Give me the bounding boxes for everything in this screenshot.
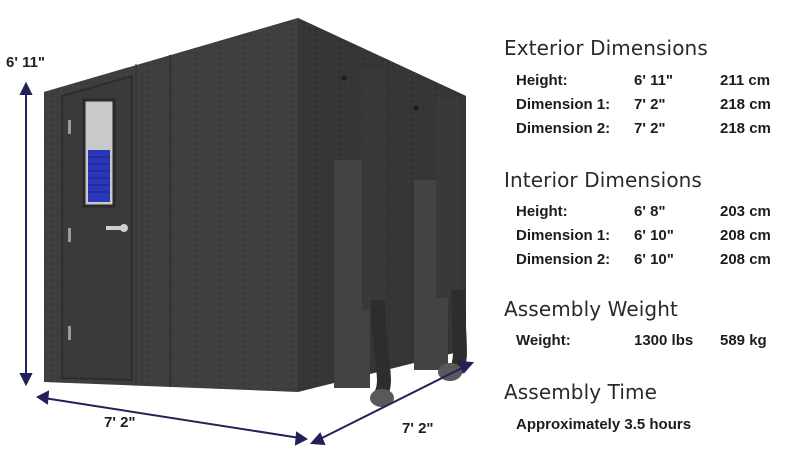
height-label: 6' 11": [6, 54, 46, 71]
row-label: Dimension 2:: [516, 251, 611, 268]
exterior-dimensions-heading: Exterior Dimensions: [504, 36, 708, 60]
row-label: Weight:: [516, 332, 571, 349]
window-foam: [88, 150, 110, 202]
row-label: Dimension 1:: [516, 227, 611, 244]
side-width-label: 7' 2": [402, 420, 434, 437]
row-metric-value: 208 cm: [720, 251, 771, 268]
row-metric-value: 589 kg: [720, 332, 767, 349]
front-width-arrow: [43, 397, 301, 439]
row-label: Height:: [516, 72, 568, 89]
row-metric-value: 203 cm: [720, 203, 771, 220]
assembly-time-text: Approximately 3.5 hours: [516, 416, 692, 433]
row-label: Dimension 2:: [516, 120, 611, 137]
row-label: Height:: [516, 203, 568, 220]
row-metric-value: 218 cm: [720, 96, 771, 113]
row-imperial-value: 7' 2": [634, 96, 666, 113]
row-imperial-value: 6' 10": [634, 227, 674, 244]
row-imperial-value: 6' 8": [634, 203, 666, 220]
row-imperial-value: 6' 11": [634, 72, 674, 89]
row-metric-value: 208 cm: [720, 227, 771, 244]
row-imperial-value: 7' 2": [634, 120, 666, 137]
row-imperial-value: 1300 lbs: [634, 332, 694, 349]
duct-opening: [370, 389, 394, 407]
row-imperial-value: 6' 10": [634, 251, 674, 268]
row-metric-value: 218 cm: [720, 120, 771, 137]
booth-illustration: 6' 11" 7' 2" 7' 2": [6, 18, 475, 446]
assembly-weight-heading: Assembly Weight: [504, 297, 678, 321]
interior-dimensions-heading: Interior Dimensions: [504, 168, 702, 192]
assembly-time-heading: Assembly Time: [504, 380, 657, 404]
specifications-panel: Exterior Dimensions Height: 6' 11" 211 c…: [504, 0, 794, 459]
booth-graphic: [19, 18, 475, 446]
front-width-label: 7' 2": [104, 414, 136, 431]
side-width-arrow: [317, 365, 467, 441]
row-label: Dimension 1:: [516, 96, 611, 113]
row-metric-value: 211 cm: [720, 72, 771, 89]
